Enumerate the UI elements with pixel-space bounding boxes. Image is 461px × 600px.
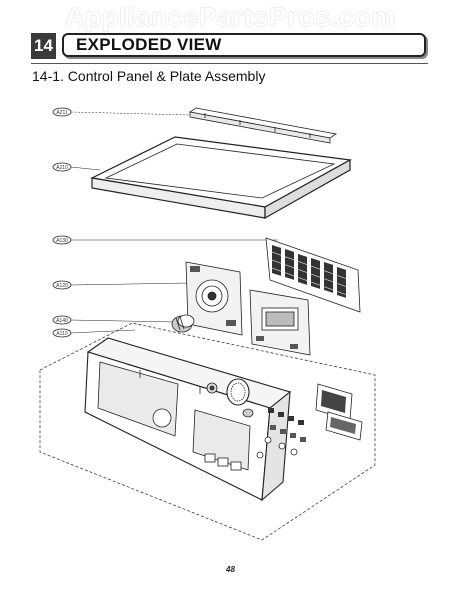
page-number: 48 <box>226 565 235 574</box>
vent-grille-part <box>265 237 361 313</box>
display-window-part <box>315 383 363 441</box>
callout-a130: A130 <box>52 235 278 245</box>
rail-bracket-part <box>188 107 338 144</box>
callout-label: A120 <box>56 283 68 289</box>
knob-part <box>171 314 195 333</box>
chapter-number: 14 <box>31 33 56 59</box>
callout-label: A110 <box>56 331 68 337</box>
callout-a110: A110 <box>52 328 136 338</box>
callout-a120: A120 <box>52 280 191 290</box>
control-panel-part <box>84 337 292 502</box>
panel-assembly-boundary <box>39 322 376 541</box>
callout-a210: A210 <box>52 162 101 172</box>
callout-a140: A140 <box>52 315 176 325</box>
button-cluster-part <box>256 408 306 459</box>
top-plate-part <box>90 136 352 220</box>
callout-label: A130 <box>56 238 68 244</box>
callout-label: A210 <box>56 165 68 171</box>
control-pcb-part <box>185 261 311 356</box>
chapter-title: EXPLODED VIEW <box>62 33 426 57</box>
header-rule <box>31 63 428 64</box>
dial-ring-part <box>206 378 254 418</box>
section-title: 14-1. Control Panel & Plate Assembly <box>32 68 266 84</box>
callout-label: A211 <box>56 110 68 116</box>
callout-label: A140 <box>56 318 68 324</box>
callout-a211: A211 <box>52 107 191 117</box>
watermark: AppliancePartsPros.com <box>65 2 396 32</box>
exploded-view-diagram: A211 A210 A130 A120 A140 A110 <box>39 107 376 541</box>
